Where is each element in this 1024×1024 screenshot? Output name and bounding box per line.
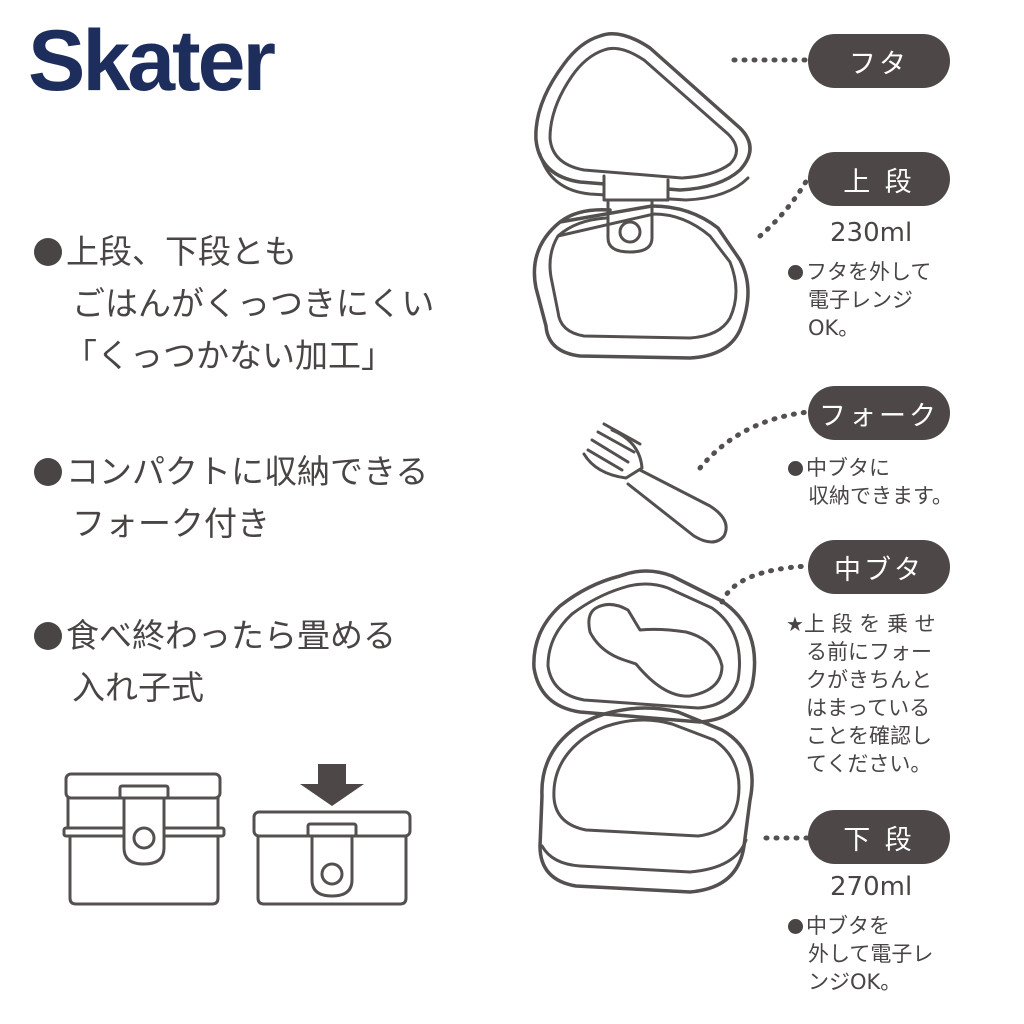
feature-line: 上段、下段とも <box>66 232 297 271</box>
note-line: フタを外して <box>806 260 932 284</box>
bullet-dot-icon <box>34 622 62 650</box>
label-lower-tier: 下 段 <box>808 810 950 864</box>
note-line: はまっている <box>806 696 931 720</box>
note-line: 電子レンジ <box>808 288 913 312</box>
label-fork: フォーク <box>808 386 950 440</box>
feature-item-nesting: 食べ終わったら畳める 入れ子式 <box>34 610 396 714</box>
bullet-dot-icon <box>788 919 803 934</box>
inner-lid-illustration <box>532 569 757 724</box>
feature-line: コンパクトに収納できる <box>66 452 429 491</box>
bullet-dot-icon <box>788 461 803 476</box>
lower-note: 中ブタを 外して電子レ ンジOK。 <box>788 912 933 996</box>
leader-upper <box>757 175 811 239</box>
leader-fork <box>697 409 811 471</box>
upper-volume: 230ml <box>830 218 913 248</box>
bullet-dot-icon <box>788 265 803 280</box>
bullet-dot-icon <box>34 458 62 486</box>
upper-note: フタを外して 電子レンジ OK。 <box>788 258 931 342</box>
note-line: る前にフォー <box>806 640 932 664</box>
feature-line: 「くっつかない加工」 <box>64 336 394 375</box>
note-line: てください。 <box>806 752 932 776</box>
inner-lid-note: ★上 段 を 乗 せ る前にフォー クがきちんと はまっている ことを確認し て… <box>786 610 936 778</box>
note-line: クがきちんと <box>806 668 932 692</box>
lid-illustration <box>534 32 752 202</box>
star-icon: ★ <box>786 612 804 636</box>
stacked-box-illustration <box>62 772 226 906</box>
brand-logo: Skater <box>28 13 276 109</box>
note-line: 上 段 を 乗 せ <box>803 612 936 636</box>
bullet-dot-icon <box>34 238 62 266</box>
feature-item-nonstick: 上段、下段とも ごはんがくっつきにくい 「くっつかない加工」 <box>34 226 434 382</box>
lower-tier-illustration <box>538 706 754 894</box>
note-line: 中ブタを <box>806 914 890 938</box>
fork-note: 中ブタに 収納できます。 <box>788 454 953 510</box>
upper-tier-illustration <box>532 174 750 360</box>
note-line: OK。 <box>808 316 860 340</box>
note-line: 外して電子レ <box>808 942 934 966</box>
label-upper-tier: 上 段 <box>808 152 950 206</box>
feature-line: フォーク付き <box>72 504 270 543</box>
down-arrow-icon <box>300 764 364 806</box>
feature-item-fork: コンパクトに収納できる フォーク付き <box>34 446 428 550</box>
note-line: 収納できます。 <box>808 484 953 508</box>
feature-line: ごはんがくっつきにくい <box>72 284 435 323</box>
leader-inner-lid <box>719 563 811 605</box>
feature-line: 食べ終わったら畳める <box>66 616 396 655</box>
label-inner-lid: 中ブタ <box>808 540 950 594</box>
lower-volume: 270ml <box>830 872 913 902</box>
fork-illustration <box>582 422 728 544</box>
feature-line: 入れ子式 <box>72 668 204 707</box>
label-lid: フタ <box>808 34 950 88</box>
note-line: ンジOK。 <box>808 970 902 994</box>
note-line: ことを確認し <box>806 724 932 748</box>
nested-box-illustration <box>252 810 412 906</box>
note-line: 中ブタに <box>806 456 890 480</box>
